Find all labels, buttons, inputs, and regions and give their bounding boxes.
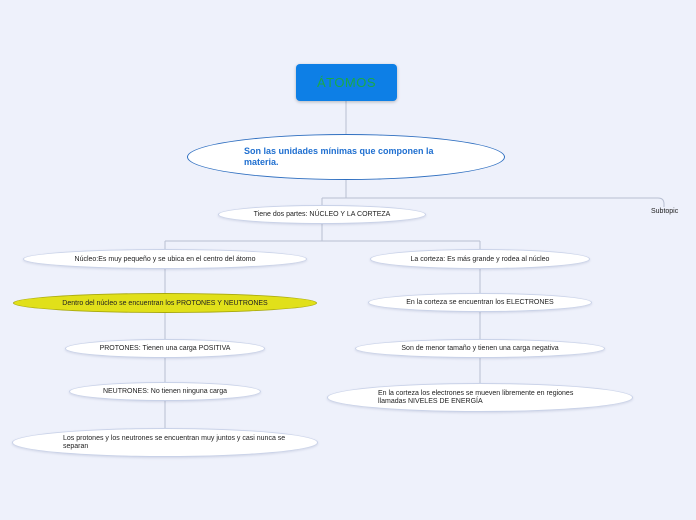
nucleus-contains-node[interactable]: Dentro del núcleo se encuentran los PROT… bbox=[13, 293, 317, 313]
together-node[interactable]: Los protones y los neutrones se encuentr… bbox=[12, 428, 318, 457]
cortex-label: La corteza: Es más grande y rodea al núc… bbox=[410, 255, 550, 263]
nucleus-contains-label: Dentro del núcleo se encuentran los PROT… bbox=[62, 299, 268, 307]
main-topic-label: Son las unidades mínimas que componen la… bbox=[244, 146, 434, 167]
cortex-node[interactable]: La corteza: Es más grande y rodea al núc… bbox=[370, 249, 590, 269]
electrons-size-node[interactable]: Son de menor tamaño y tienen una carga n… bbox=[355, 339, 605, 358]
together-label: Los protones y los neutrones se encuentr… bbox=[63, 434, 286, 450]
neutrons-label: NEUTRONES: No tienen ninguna carga bbox=[102, 388, 228, 395]
energy-levels-node[interactable]: En la corteza los electrones se mueven l… bbox=[327, 383, 633, 412]
root-node[interactable]: ÁTOMOS bbox=[296, 64, 397, 101]
protons-node[interactable]: PROTONES: Tienen una carga POSITIVA bbox=[65, 339, 265, 358]
parts-label: Tiene dos partes: NÚCLEO Y LA CORTEZA bbox=[253, 211, 391, 218]
main-topic-node[interactable]: Son las unidades mínimas que componen la… bbox=[187, 134, 505, 180]
electrons-size-label: Son de menor tamaño y tienen una carga n… bbox=[401, 345, 559, 352]
subtopic-label: Subtopic bbox=[651, 208, 679, 215]
cortex-contains-node[interactable]: En la corteza se encuentran los ELECTRON… bbox=[368, 293, 592, 312]
cortex-contains-label: En la corteza se encuentran los ELECTRON… bbox=[406, 299, 554, 306]
nucleus-label: Núcleo:Es muy pequeño y se ubica en el c… bbox=[74, 255, 256, 263]
energy-levels-label: En la corteza los electrones se mueven l… bbox=[378, 389, 574, 405]
parts-node[interactable]: Tiene dos partes: NÚCLEO Y LA CORTEZA bbox=[218, 205, 426, 224]
root-label: ÁTOMOS bbox=[316, 75, 377, 90]
neutrons-node[interactable]: NEUTRONES: No tienen ninguna carga bbox=[69, 382, 261, 401]
protons-label: PROTONES: Tienen una carga POSITIVA bbox=[99, 345, 231, 352]
nucleus-node[interactable]: Núcleo:Es muy pequeño y se ubica en el c… bbox=[23, 249, 307, 269]
subtopic-node[interactable]: Subtopic bbox=[651, 208, 678, 215]
